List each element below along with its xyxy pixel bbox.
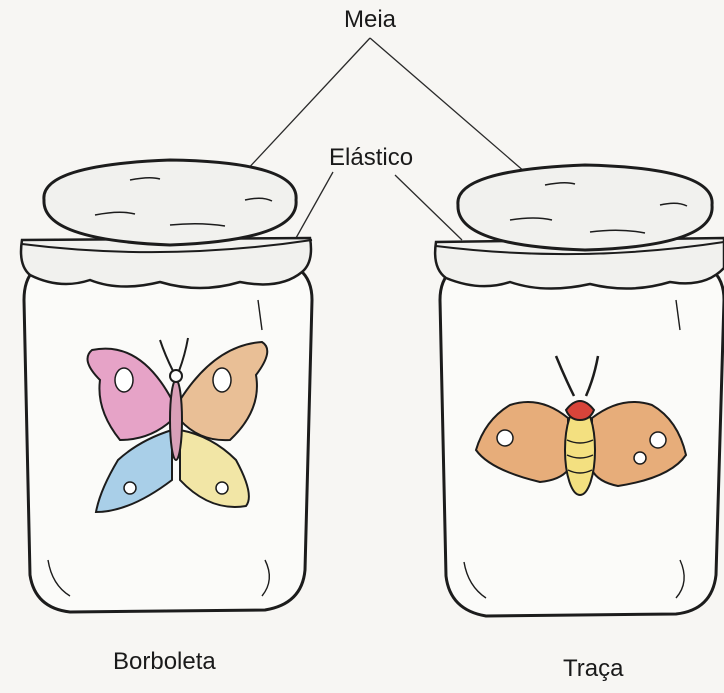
butterfly-head <box>170 370 182 382</box>
right-jar-lid <box>458 165 712 250</box>
left-jar-lid <box>44 160 296 245</box>
wing-spot <box>213 368 231 392</box>
elastico-line-left <box>296 172 333 238</box>
label-elastico: Elástico <box>329 144 413 172</box>
label-meia: Meia <box>344 6 396 34</box>
wing-spot <box>124 482 136 494</box>
butterfly-body <box>170 380 182 460</box>
elastico-line-right <box>395 175 462 240</box>
moth-wing-spot <box>634 452 646 464</box>
left-jar <box>21 160 312 612</box>
label-traca: Traça <box>563 655 623 683</box>
label-borboleta: Borboleta <box>113 648 216 676</box>
wing-spot <box>216 482 228 494</box>
right-jar <box>435 165 724 616</box>
moth-wing-spot <box>650 432 666 448</box>
moth-wing-spot <box>497 430 513 446</box>
wing-spot <box>115 368 133 392</box>
